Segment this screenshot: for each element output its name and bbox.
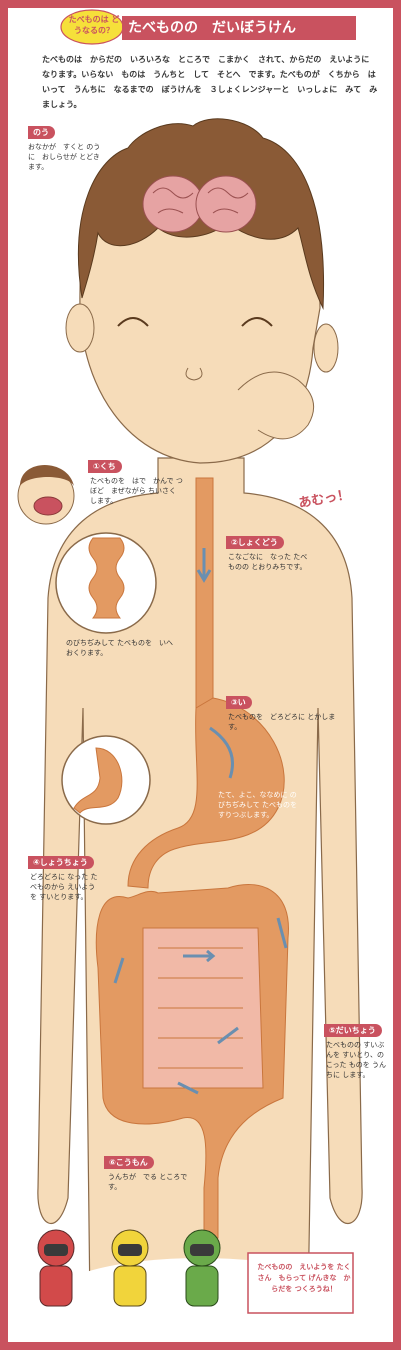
text-small-intestine: どろどろに なった たべものから えいようを すいとります。	[30, 873, 98, 901]
text-stomach-motion: たて、よこ、ななめに のびちぢみして たべものを すりつぶします。	[218, 791, 298, 819]
text-anus: うんちが でる ところです。	[108, 1173, 188, 1191]
text-stomach: たべものを どろどろに とかします。	[228, 713, 336, 731]
body-illustration	[17, 118, 363, 1338]
intestine-arrow-3	[217, 1026, 239, 1045]
header-badge: たべものは どうなるの？	[68, 15, 120, 35]
label-brain: のう	[28, 126, 55, 139]
label-anus: ⑥こうもん	[104, 1156, 154, 1169]
label-stomach: ③い	[226, 696, 252, 709]
label-large-intestine: ⑤だいちょう	[324, 1024, 382, 1037]
eye-right	[241, 317, 273, 327]
text-large-intestine: たべものの すいぶんを すいとり、のこった ものを うんちに します。	[326, 1041, 386, 1079]
intestine-arrow-2	[276, 917, 288, 949]
text-esophagus-zoom: のびちぢみして たべものを いへ おくります。	[66, 639, 181, 657]
ranger-green	[183, 1229, 221, 1307]
stomach-zoom-bubble	[61, 735, 151, 825]
text-brain: おなかが すくと のうに おしらせが とどきます。	[28, 143, 101, 171]
page-title: たべものの だいぼうけん	[122, 16, 356, 40]
esophagus-arrow	[196, 548, 212, 583]
mouth-face	[17, 465, 75, 525]
intro-text: たべものは からだの いろいろな ところで こまかく されて、からだの えいよう…	[42, 55, 378, 109]
small-intestine-loops	[158, 947, 243, 1069]
text-esophagus: こなごなに なった たべものの とおりみちです。	[228, 553, 308, 571]
esophagus-organ	[195, 477, 214, 709]
page-inner: たべものは どうなるの？ たべものの だいぼうけん たべものは からだの いろい…	[8, 8, 393, 1342]
label-esophagus: ②しょくどう	[226, 536, 284, 549]
label-mouth: ①くち	[88, 460, 122, 473]
stomach-organ	[127, 697, 285, 889]
text-mouth: たべものを はで かんで つぼど まぜながら ちいさく します。	[90, 477, 184, 505]
ranger-red	[37, 1229, 75, 1307]
ranger-yellow	[111, 1229, 149, 1307]
eye-left	[117, 317, 149, 327]
stomach-arrow	[209, 726, 234, 779]
intestine-arrow-4	[177, 1081, 199, 1095]
esophagus-zoom-bubble	[55, 532, 157, 634]
label-small-intestine: ④しょうちょう	[28, 856, 94, 869]
intestine-arrow-5	[113, 957, 125, 984]
cheek-bulge	[237, 371, 315, 440]
ear-right	[313, 323, 339, 373]
intestine-arrow-1	[183, 949, 216, 963]
closing-speech: たべものの えいようを たくさん もらって げんきな からだを つくろうね！	[257, 1263, 351, 1293]
brain	[142, 175, 257, 233]
speech-bubble	[247, 1252, 354, 1314]
nose	[185, 367, 203, 381]
ear-left	[65, 303, 95, 353]
